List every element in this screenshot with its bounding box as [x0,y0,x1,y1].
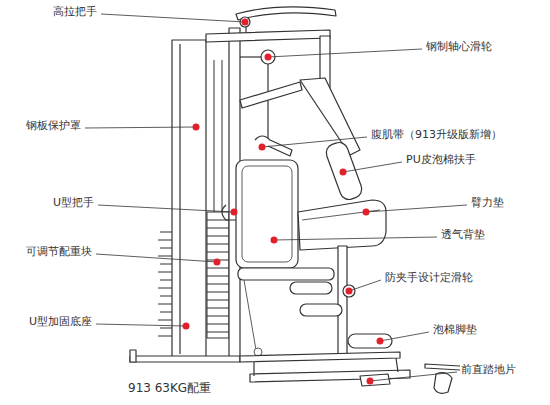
part-label: U型加固底座 [28,315,93,329]
callout-dot [377,338,384,345]
leader-line [380,332,429,341]
callout-dot [231,209,238,216]
part-label: 腹肌带（913升级版新增） [370,128,503,142]
part-label: 钢制轴心滑轮 [425,40,493,54]
callout-dot [242,19,249,26]
part-label: 透气背垫 [440,228,486,242]
part-label: 前直踏地片 [460,363,517,377]
callout-dot [259,144,266,151]
part-label: 高拉把手 [52,5,98,19]
part-label: PU皮泡棉扶手 [405,153,477,167]
leader-line [98,205,234,212]
part-label: U型把手 [52,196,95,210]
callout-dot [193,124,200,131]
callout-dot [340,169,347,176]
part-label: 钢板保护罩 [25,119,82,133]
leader-line [85,127,196,128]
part-label: 泡棉脚垫 [432,323,478,337]
callout-dot [367,378,374,385]
leader-line [370,372,457,381]
leader-line [96,254,217,262]
part-label: 可调节配重块 [25,245,93,259]
callout-dot [265,54,272,61]
callout-dot [346,288,353,295]
leader-line [343,162,402,172]
leader-line [349,280,381,291]
leader-line [101,14,245,22]
leader-line [262,137,367,147]
callout-dot [363,209,370,216]
caption: 913 63KG配重 [127,381,212,395]
leader-line [96,324,186,326]
leader-line [274,237,437,240]
part-label: 臂力垫 [470,196,505,210]
callout-dot [183,323,190,330]
leader-line [366,205,467,212]
callout-dot [271,237,278,244]
part-label: 防夹手设计定滑轮 [384,271,474,285]
leader-line [268,49,422,57]
callout-dot [214,259,221,266]
